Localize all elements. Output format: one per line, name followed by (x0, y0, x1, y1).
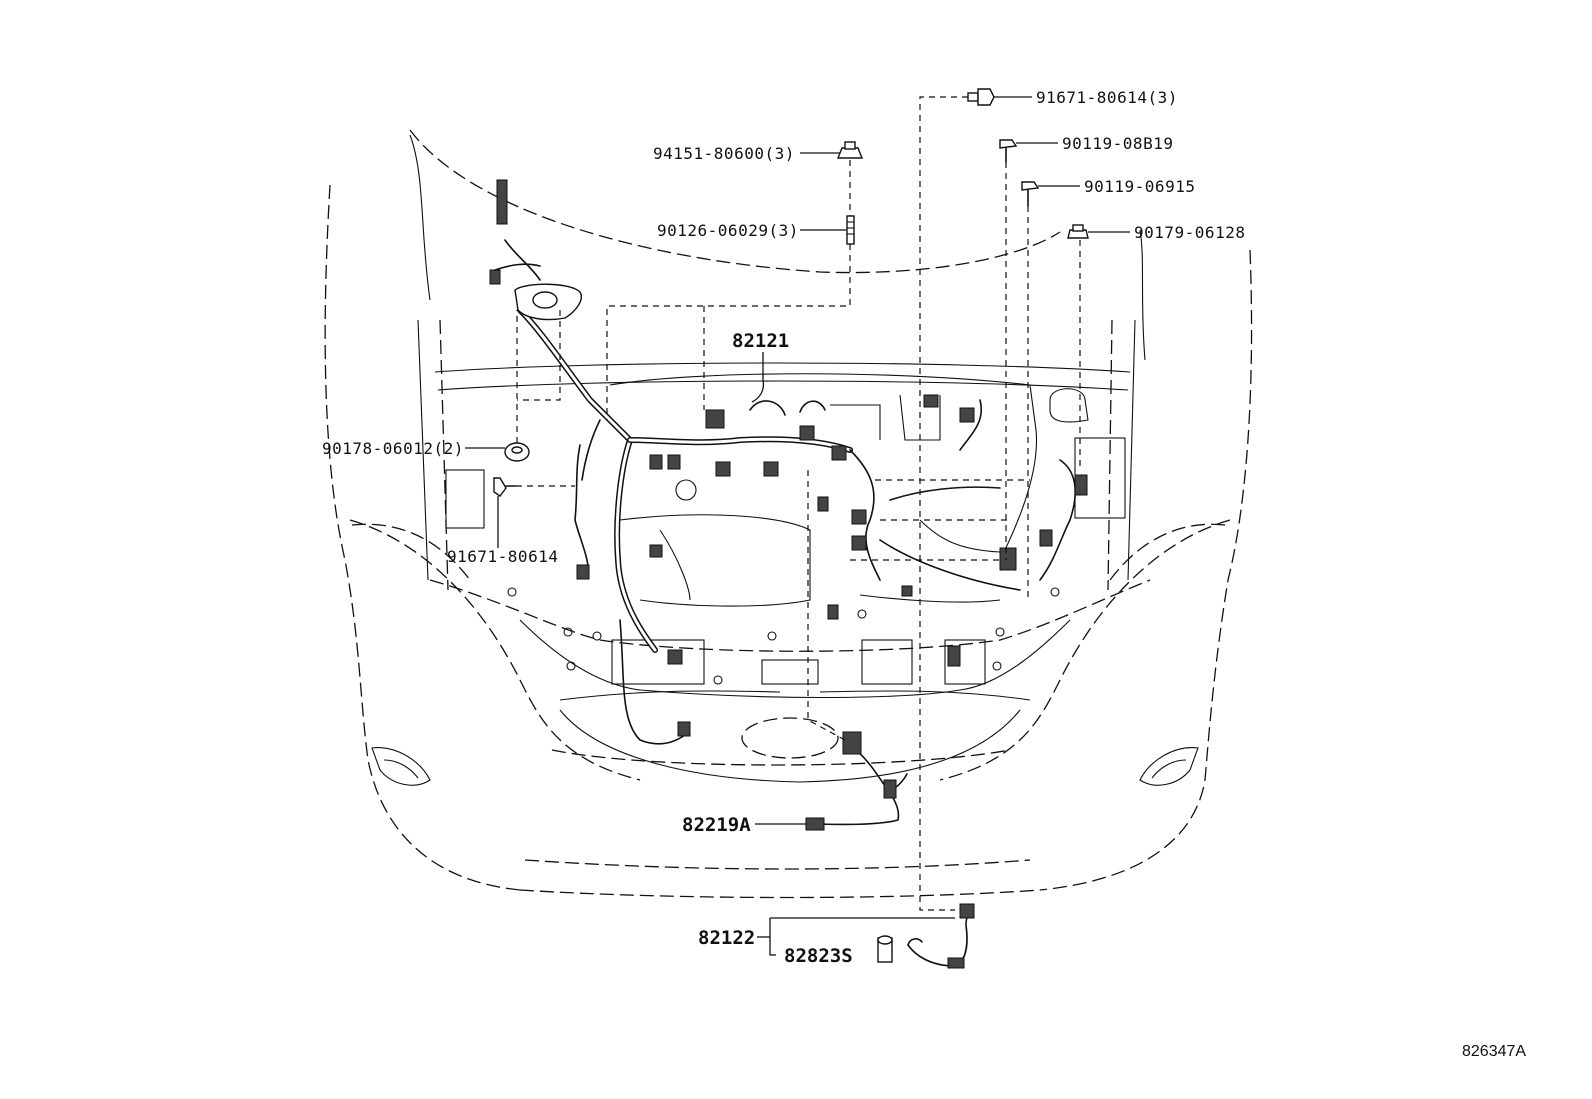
callout-82823s: 82823S (784, 945, 853, 967)
callout-82122: 82122 (698, 927, 755, 949)
stud-90126-06029-3 (846, 215, 855, 245)
clip-90179-06128 (1067, 224, 1089, 239)
nut-91671-80614-3 (967, 88, 995, 106)
bolt-90119-08b19 (999, 139, 1018, 163)
callout-90178-06012-2: 90178-06012(2) (322, 439, 464, 458)
callout-90179-06128: 90179-06128 (1134, 223, 1245, 242)
callout-82219a: 82219A (682, 814, 751, 836)
engine-outline (609, 373, 1038, 607)
nut-94151-80600-3 (836, 141, 864, 159)
reference-lines (465, 96, 1130, 956)
clip-90178-06012-2 (504, 442, 530, 462)
wire-82122 (907, 903, 975, 969)
clamp-82823s (877, 935, 893, 963)
callout-82121: 82121 (732, 330, 789, 352)
figure-reference-number: 826347A (1462, 1043, 1526, 1060)
engine-wire-harness-82121 (489, 179, 1088, 745)
callout-90119-06915: 90119-06915 (1084, 177, 1195, 196)
callout-labels: 91671-80614(3) 90119-08B19 94151-80600(3… (322, 88, 1526, 1060)
callout-94151-80600-3: 94151-80600(3) (653, 144, 795, 163)
callout-91671-80614-3: 91671-80614(3) (1036, 88, 1178, 107)
vehicle-body-outline (324, 129, 1253, 899)
callout-90119-08b19: 90119-08B19 (1062, 134, 1173, 153)
callout-91671-80614: 91671-80614 (447, 547, 558, 566)
bolt-91671-80614 (493, 477, 517, 497)
wire-82219a (805, 731, 908, 831)
callout-90126-06029-3: 90126-06029(3) (657, 221, 799, 240)
bolt-90119-06915 (1021, 181, 1040, 207)
